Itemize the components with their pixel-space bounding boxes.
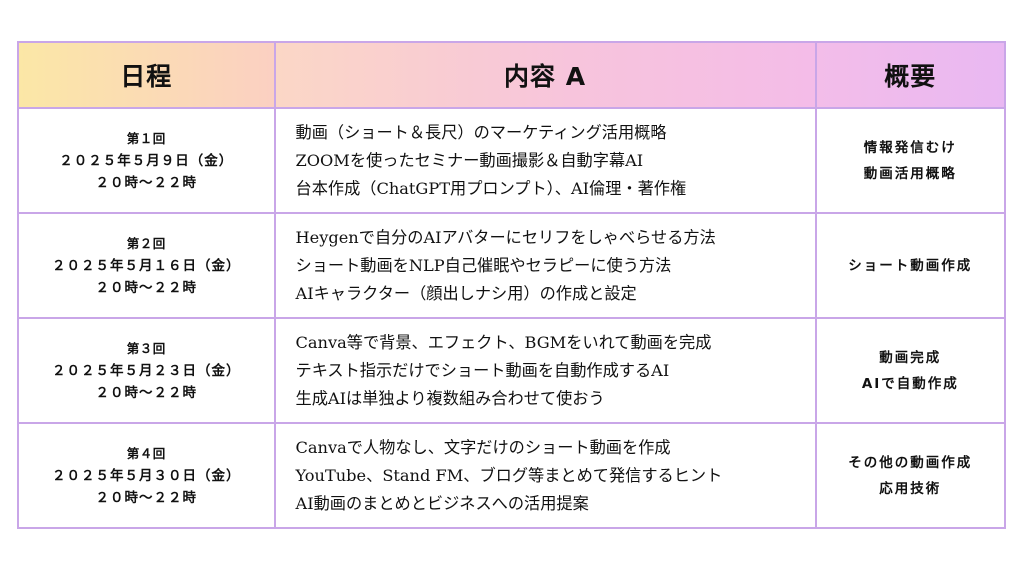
header-date: 日程: [17, 41, 276, 109]
session-round: 第３回: [126, 340, 166, 356]
summary-line: 動画完成: [879, 349, 942, 366]
table-row: 第３回 ２０２５年５月２３日（金） ２０時～２２時 Canva等で背景、エフェク…: [17, 317, 1007, 424]
summary-line: 動画活用概略: [863, 165, 957, 182]
summary-cell: 動画完成 AIで自動作成: [814, 317, 1007, 424]
table-row: 第４回 ２０２５年５月３０日（金） ２０時～２２時 Canvaで人物なし、文字だ…: [17, 422, 1007, 529]
content-line: Canvaで人物なし、文字だけのショート動画を作成: [295, 437, 671, 457]
session-round: 第４回: [126, 445, 166, 461]
date-cell: 第４回 ２０２５年５月３０日（金） ２０時～２２時: [17, 422, 276, 529]
session-round: 第２回: [126, 235, 166, 251]
content-cell: 動画（ショート＆長尺）のマーケティング活用概略 ZOOMを使ったセミナー動画撮影…: [273, 107, 817, 214]
table-row: 第１回 ２０２５年５月９日（金） ２０時～２２時 動画（ショート＆長尺）のマーケ…: [17, 107, 1007, 214]
table-header-row: 日程 内容 A 概要: [17, 41, 1007, 109]
content-line: AI動画のまとめとビジネスへの活用提案: [295, 493, 589, 513]
summary-cell: ショート動画作成: [814, 212, 1007, 319]
content-cell: Heygenで自分のAIアバターにセリフをしゃべらせる方法 ショート動画をNLP…: [273, 212, 817, 319]
session-date: ２０２５年５月３０日（金）: [52, 467, 241, 484]
session-time: ２０時～２２時: [95, 384, 197, 401]
summary-line: その他の動画作成: [848, 454, 973, 471]
session-time: ２０時～２２時: [95, 279, 197, 296]
session-date: ２０２５年５月２３日（金）: [52, 362, 241, 379]
summary-line: 応用技術: [879, 480, 942, 497]
summary-line: 情報発信むけ: [863, 139, 957, 156]
content-line: 動画（ショート＆長尺）のマーケティング活用概略: [295, 122, 667, 142]
content-line: Canva等で背景、エフェクト、BGMをいれて動画を完成: [295, 332, 712, 352]
summary-cell: 情報発信むけ 動画活用概略: [814, 107, 1007, 214]
content-line: YouTube、Stand FM、ブログ等まとめて発信するヒント: [295, 465, 723, 485]
header-content: 内容 A: [273, 41, 817, 109]
content-line: 生成AIは単独より複数組み合わせて使おう: [295, 388, 605, 408]
session-date: ２０２５年５月１６日（金）: [52, 257, 241, 274]
table-row: 第２回 ２０２５年５月１６日（金） ２０時～２２時 Heygenで自分のAIアバ…: [17, 212, 1007, 319]
session-date: ２０２５年５月９日（金）: [59, 152, 234, 169]
date-cell: 第１回 ２０２５年５月９日（金） ２０時～２２時: [17, 107, 276, 214]
content-line: ショート動画をNLP自己催眠やセラピーに使う方法: [295, 255, 672, 275]
content-line: 台本作成（ChatGPT用プロンプト）、AI倫理・著作権: [295, 178, 687, 198]
summary-line: ショート動画作成: [848, 257, 973, 274]
session-time: ２０時～２２時: [95, 489, 197, 506]
summary-cell: その他の動画作成 応用技術: [814, 422, 1007, 529]
header-summary: 概要: [814, 41, 1007, 109]
summary-line: AIで自動作成: [861, 375, 959, 392]
schedule-table: 日程 内容 A 概要 第１回 ２０２５年５月９日（金） ２０時～２２時 動画（シ…: [17, 41, 1007, 529]
date-cell: 第３回 ２０２５年５月２３日（金） ２０時～２２時: [17, 317, 276, 424]
content-line: Heygenで自分のAIアバターにセリフをしゃべらせる方法: [295, 227, 716, 247]
content-line: AIキャラクター（顔出しナシ用）の作成と設定: [295, 283, 637, 303]
session-time: ２０時～２２時: [95, 174, 197, 191]
content-line: テキスト指示だけでショート動画を自動作成するAI: [295, 360, 670, 380]
content-line: ZOOMを使ったセミナー動画撮影＆自動字幕AI: [295, 150, 644, 170]
content-cell: Canva等で背景、エフェクト、BGMをいれて動画を完成 テキスト指示だけでショ…: [273, 317, 817, 424]
session-round: 第１回: [126, 130, 166, 146]
date-cell: 第２回 ２０２５年５月１６日（金） ２０時～２２時: [17, 212, 276, 319]
content-cell: Canvaで人物なし、文字だけのショート動画を作成 YouTube、Stand …: [273, 422, 817, 529]
